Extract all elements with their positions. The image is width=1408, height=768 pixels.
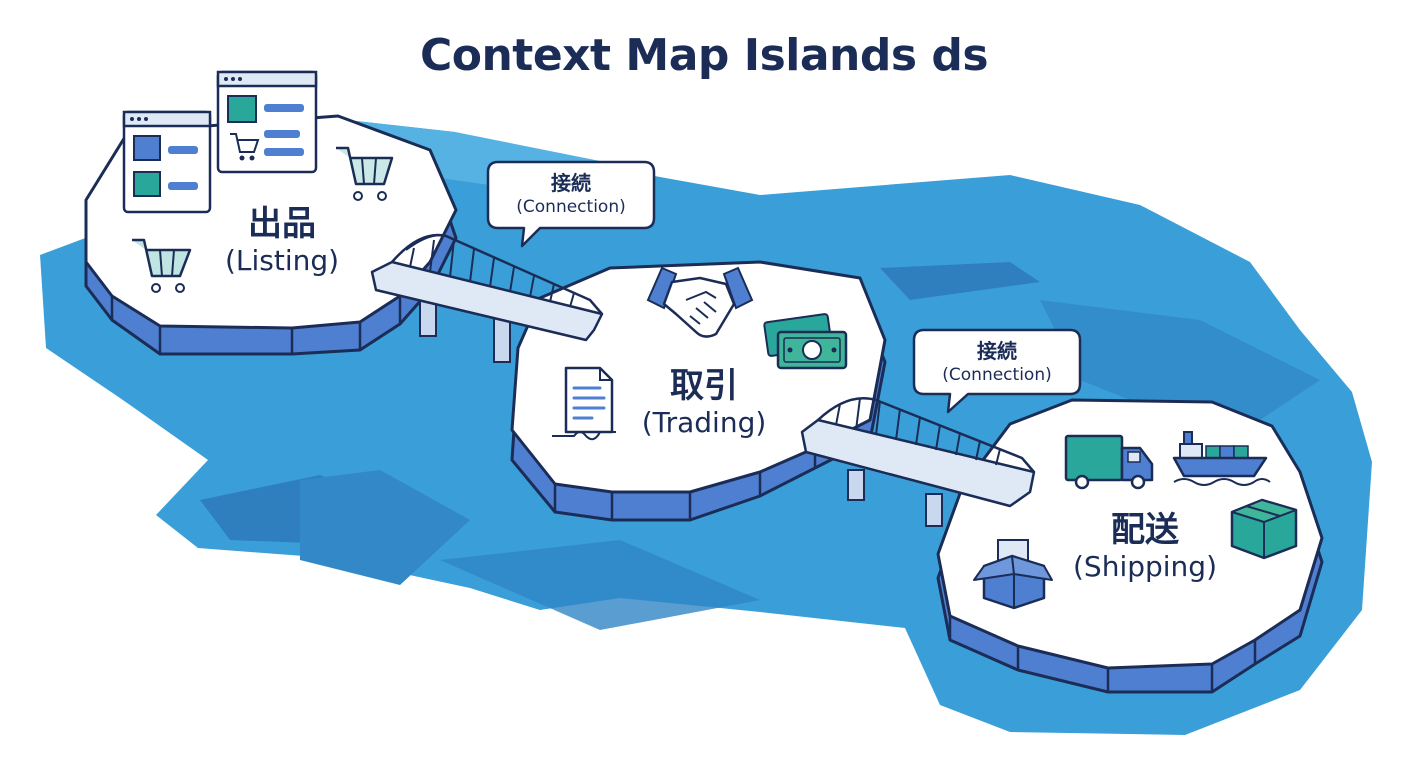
island-label-shipping: 配送 (Shipping) (1050, 510, 1240, 584)
connection-label-2: 接続 (Connection) (914, 338, 1080, 386)
bridge-trading-shipping (800, 396, 1036, 527)
connection-name-ja: 接続 (551, 171, 591, 195)
island-name-ja: 配送 (1111, 510, 1179, 550)
island-label-trading: 取引 (Trading) (620, 366, 788, 440)
open-box-icon (973, 539, 1053, 610)
island-name-en: (Listing) (224, 244, 340, 277)
page-title: Context Map Islands ds (419, 30, 989, 81)
shopping-cart-icon (336, 146, 394, 201)
handshake-icon (646, 266, 754, 338)
island-name-ja: 取引 (670, 366, 738, 406)
connection-label-1: 接続 (Connection) (488, 170, 654, 218)
island-name-en: (Trading) (641, 406, 767, 439)
callout-bubble-2 (912, 328, 1082, 414)
delivery-truck-icon (1064, 434, 1154, 490)
cargo-ship-icon (1172, 431, 1271, 486)
callout-bubble-1 (486, 160, 656, 248)
browser-window-icon (216, 70, 318, 174)
connection-name-en: (Connection) (516, 197, 626, 217)
island-label-listing: 出品 (Listing) (198, 204, 366, 278)
bridge-listing-trading (370, 233, 604, 363)
shopping-cart-icon (132, 238, 192, 293)
document-icon (552, 366, 616, 441)
money-bill-icon (763, 313, 848, 370)
package-box-icon (1230, 498, 1298, 560)
island-name-ja: 出品 (248, 204, 316, 244)
browser-window-icon (122, 110, 212, 214)
island-name-en: (Shipping) (1073, 550, 1217, 583)
connection-name-ja: 接続 (977, 339, 1017, 363)
connection-name-en: (Connection) (942, 365, 1052, 385)
